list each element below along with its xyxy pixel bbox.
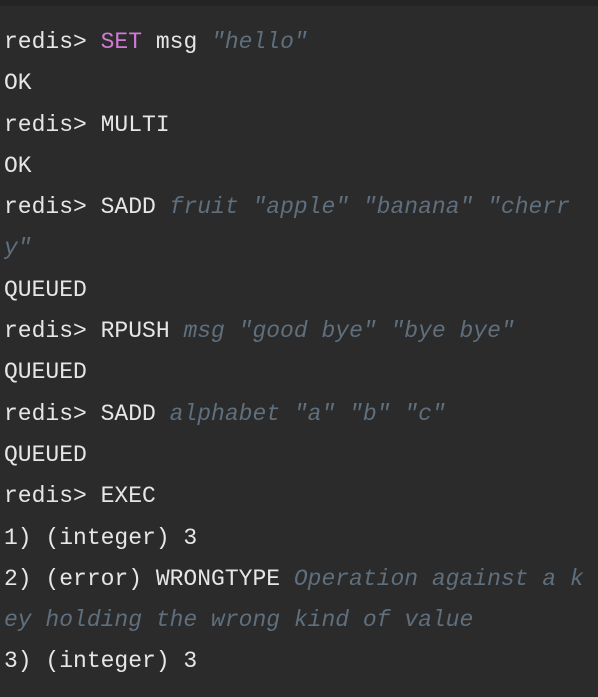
command-text: MULTI: [100, 111, 170, 138]
command-rest: msg: [142, 29, 212, 55]
command-arg: msg "good bye" "bye bye": [169, 318, 515, 345]
prompt-text: redis>: [4, 400, 101, 427]
prompt-text: redis>: [4, 29, 101, 55]
console-line-2: OK: [0, 63, 598, 104]
response-text: QUEUED: [4, 359, 87, 386]
window-top-strip: [0, 0, 598, 6]
console-line-8: redis> RPUSH msg "good bye" "bye bye": [0, 311, 598, 352]
command-arg: fruit "apple" "banana" "cherr: [155, 194, 570, 221]
console-line-15: ey holding the wrong kind of value: [0, 600, 598, 641]
console-line-5: redis> SADD fruit "apple" "banana" "cher…: [0, 187, 598, 228]
console-line-16: 3) (integer) 3: [0, 641, 598, 682]
command-arg: alphabet "a" "b" "c": [155, 400, 446, 427]
response-text: 2) (error) WRONGTYPE: [4, 565, 281, 592]
error-message-continued: ey holding the wrong kind of value: [4, 607, 474, 634]
console-line-4: OK: [0, 146, 598, 187]
response-text: 1) (integer) 3: [4, 524, 198, 551]
console-line-7: QUEUED: [0, 270, 598, 311]
response-text: QUEUED: [4, 441, 87, 468]
console-line-6: y": [0, 228, 598, 269]
prompt-text: redis>: [4, 318, 101, 345]
prompt-text: redis>: [4, 111, 101, 138]
command-text: RPUSH: [100, 318, 170, 345]
command-arg: "hello": [211, 29, 308, 55]
console-line-1: redis> SET msg "hello": [0, 22, 598, 63]
response-text: 3) (integer) 3: [4, 648, 198, 675]
console-line-14: 2) (error) WRONGTYPE Operation against a…: [0, 559, 598, 600]
console-line-12: redis> EXEC: [0, 476, 598, 517]
command-arg-continued: y": [4, 235, 32, 262]
command-text: SADD: [100, 400, 156, 427]
console-line-10: redis> SADD alphabet "a" "b" "c": [0, 394, 598, 435]
console-line-9: QUEUED: [0, 352, 598, 393]
error-message: Operation against a k: [280, 565, 584, 592]
prompt-text: redis>: [4, 483, 101, 510]
response-text: OK: [4, 152, 32, 179]
response-text: OK: [4, 70, 32, 97]
console-line-13: 1) (integer) 3: [0, 518, 598, 559]
console-line-3: redis> MULTI: [0, 105, 598, 146]
response-text: QUEUED: [4, 276, 87, 303]
redis-console-output: redis> SET msg "hello" OK redis> MULTI O…: [0, 22, 598, 683]
command-set: SET: [100, 29, 143, 55]
prompt-text: redis>: [4, 194, 101, 221]
command-text: EXEC: [100, 483, 156, 510]
console-line-11: QUEUED: [0, 435, 598, 476]
command-text: SADD: [100, 194, 156, 221]
